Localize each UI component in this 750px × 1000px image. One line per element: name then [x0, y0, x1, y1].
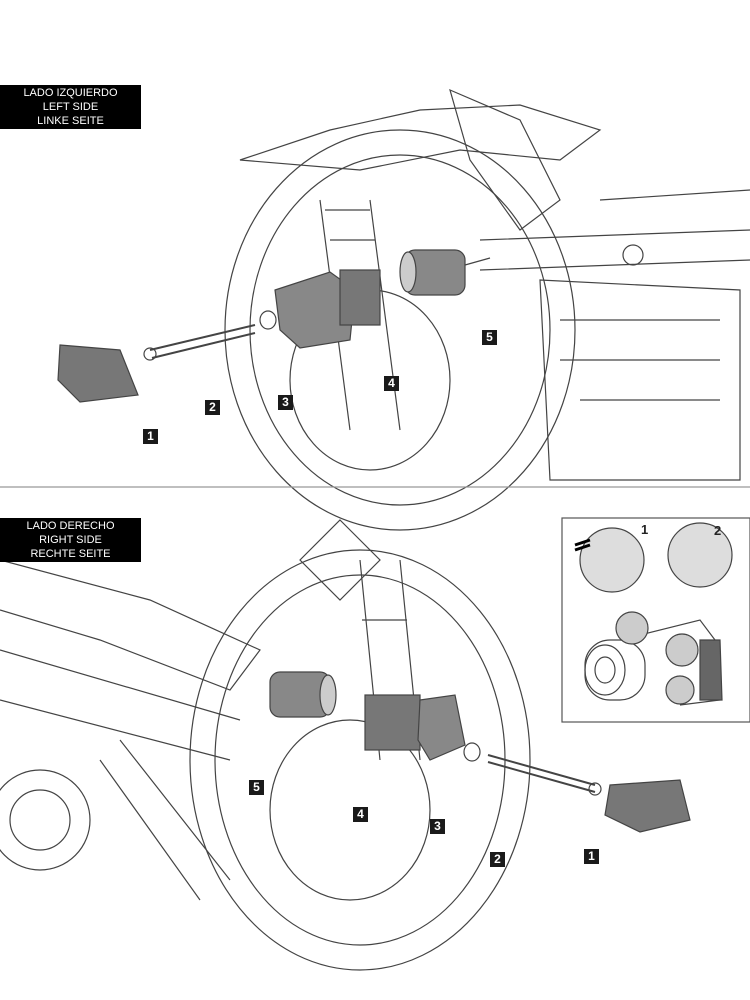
callout-left-1: 1: [143, 429, 158, 444]
callout-left-4: 4: [384, 376, 399, 391]
left-side-title: LADO IZQUIERDO LEFT SIDE LINKE SEITE: [0, 85, 141, 129]
inset-detail-drawing: [574, 522, 733, 706]
title-en: LEFT SIDE: [42, 101, 99, 113]
callout-right-1: 1: [584, 849, 599, 864]
inset-step-2: 2: [714, 523, 722, 538]
title-en: RIGHT SIDE: [39, 534, 102, 546]
bottom-slider-parts: [269, 671, 691, 833]
title-es: LADO DERECHO: [26, 520, 115, 532]
callout-left-3: 3: [278, 395, 293, 410]
right-side-title: LADO DERECHO RIGHT SIDE RECHTE SEITE: [0, 518, 141, 562]
top-slider-parts: [57, 249, 491, 403]
inset-detail-box: [561, 517, 750, 723]
title-es: LADO IZQUIERDO: [23, 87, 118, 99]
callout-right-2: 2: [490, 852, 505, 867]
callout-right-3: 3: [430, 819, 445, 834]
title-de: LINKE SEITE: [37, 115, 104, 127]
inset-step-1: 1: [641, 522, 649, 537]
callout-left-2: 2: [205, 400, 220, 415]
callout-right-4: 4: [353, 807, 368, 822]
title-de: RECHTE SEITE: [30, 548, 111, 560]
callout-left-5: 5: [482, 330, 497, 345]
callout-right-5: 5: [249, 780, 264, 795]
